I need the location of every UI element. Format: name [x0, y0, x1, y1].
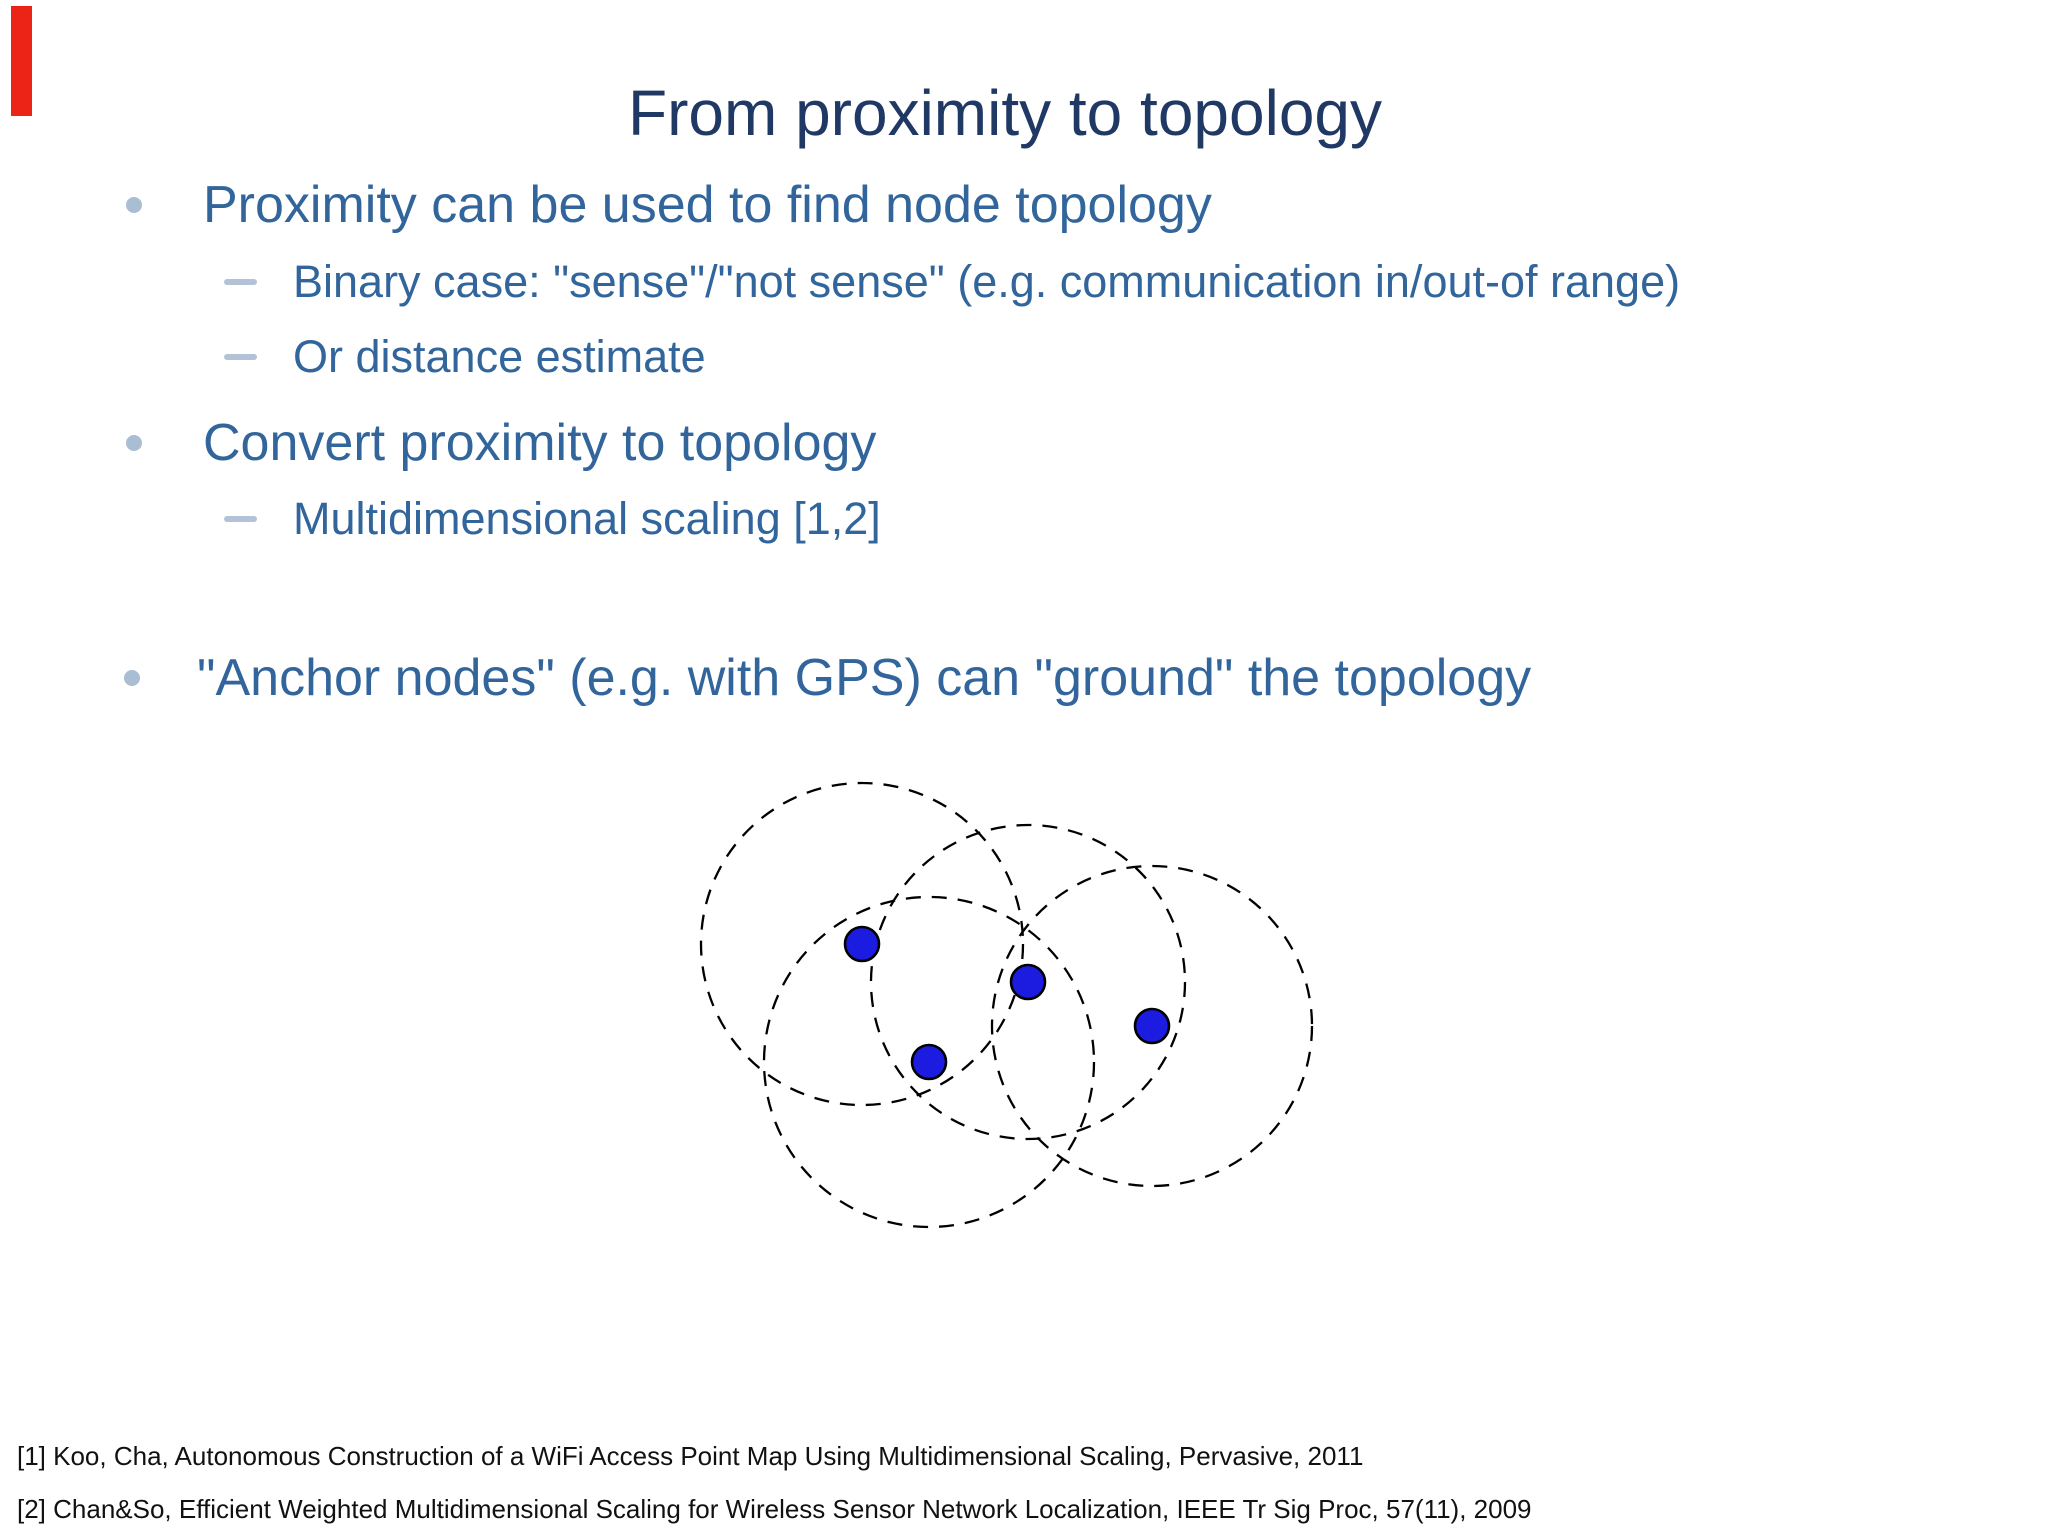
- bullet-item: Proximity can be used to find node topol…: [0, 169, 2048, 241]
- bullet-text: "Anchor nodes" (e.g. with GPS) can "grou…: [197, 649, 1532, 707]
- sensor-node-dot: [1009, 963, 1047, 1001]
- slide-title: From proximity to topology: [627, 76, 1383, 149]
- bullet-item: "Anchor nodes" (e.g. with GPS) can "grou…: [0, 642, 2048, 714]
- sub-bullet-item: Or distance estimate: [0, 325, 2048, 389]
- sensor-node-dot: [1133, 1007, 1171, 1045]
- bullet-text: Proximity can be used to find node topol…: [203, 176, 1212, 234]
- sub-bullet-text: Binary case: "sense"/"not sense" (e.g. c…: [293, 256, 1681, 307]
- dash-marker-icon: [224, 516, 257, 522]
- dash-marker-icon: [224, 279, 257, 285]
- reference-2: [2] Chan&So, Efficient Weighted Multidim…: [17, 1494, 1532, 1524]
- sub-bullet-text: Multidimensional scaling [1,2]: [293, 493, 881, 544]
- sensing-range-circle: [762, 895, 1096, 1229]
- sub-bullet-text: Or distance estimate: [293, 331, 706, 382]
- sensing-range-circle: [699, 781, 1025, 1107]
- red-marker-bar: [11, 6, 32, 116]
- sensor-node-dot: [910, 1043, 948, 1081]
- bullet-item: Convert proximity to topology: [0, 407, 2048, 479]
- bullet-marker-icon: [124, 670, 140, 686]
- bullet-marker-icon: [126, 197, 142, 213]
- sensing-range-circle: [990, 864, 1314, 1188]
- sub-bullet-item: Binary case: "sense"/"not sense" (e.g. c…: [0, 250, 2048, 314]
- sensing-range-circle: [869, 823, 1187, 1141]
- bullet-text: Convert proximity to topology: [203, 414, 877, 472]
- reference-1: [1] Koo, Cha, Autonomous Construction of…: [17, 1441, 1364, 1471]
- dash-marker-icon: [224, 354, 257, 360]
- sub-bullet-item: Multidimensional scaling [1,2]: [0, 487, 2048, 551]
- bullet-marker-icon: [126, 435, 142, 451]
- sensor-node-dot: [843, 925, 881, 963]
